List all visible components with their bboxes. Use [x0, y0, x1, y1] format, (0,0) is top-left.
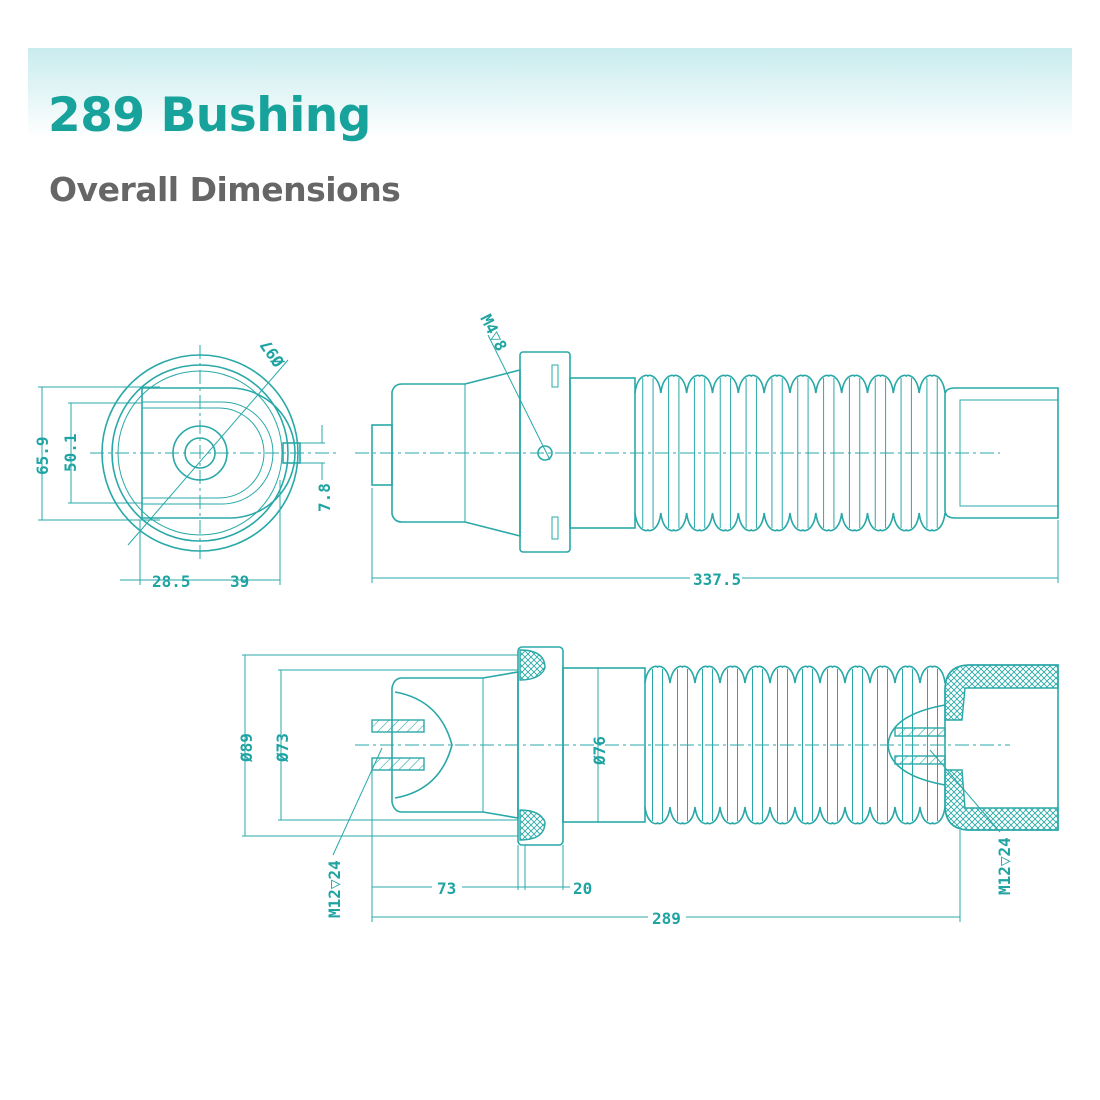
dim-dia-97: Ø97: [256, 336, 289, 371]
page-title: 289 Bushing: [48, 88, 371, 143]
bellows-profile: [634, 512, 946, 532]
thread-m12-right: M12▽24: [995, 837, 1014, 895]
bellows-profile: [644, 806, 946, 825]
bellows-profile: [644, 665, 946, 684]
dim-dia-73: Ø73: [273, 733, 292, 763]
dim-dia-89: Ø89: [237, 733, 256, 763]
dim-dia-76: Ø76: [590, 736, 609, 766]
dim-20: 20: [573, 879, 592, 898]
header-band: [28, 48, 1072, 138]
dim-50-1: 50.1: [61, 433, 80, 472]
page-subtitle: Overall Dimensions: [49, 170, 401, 209]
bellows-profile: [634, 374, 946, 394]
section-view: Ø89 Ø73 Ø76 M12▽24 M12▽24 73 20 289: [237, 646, 1059, 928]
thread-m4: M4▽8: [476, 311, 510, 354]
dim-65-9: 65.9: [33, 436, 52, 475]
side-view: M4▽8 337.5: [355, 311, 1059, 589]
dim-289: 289: [652, 909, 681, 928]
dim-337-5: 337.5: [693, 570, 741, 589]
dim-7-8: 7.8: [315, 483, 334, 512]
dim-39: 39: [230, 572, 249, 591]
thread-m12-left: M12▽24: [325, 860, 344, 918]
end-view: Ø97 65.9 50.1 7.8 28.5 39: [33, 336, 340, 591]
dim-28-5: 28.5: [152, 572, 191, 591]
dim-73: 73: [437, 879, 456, 898]
